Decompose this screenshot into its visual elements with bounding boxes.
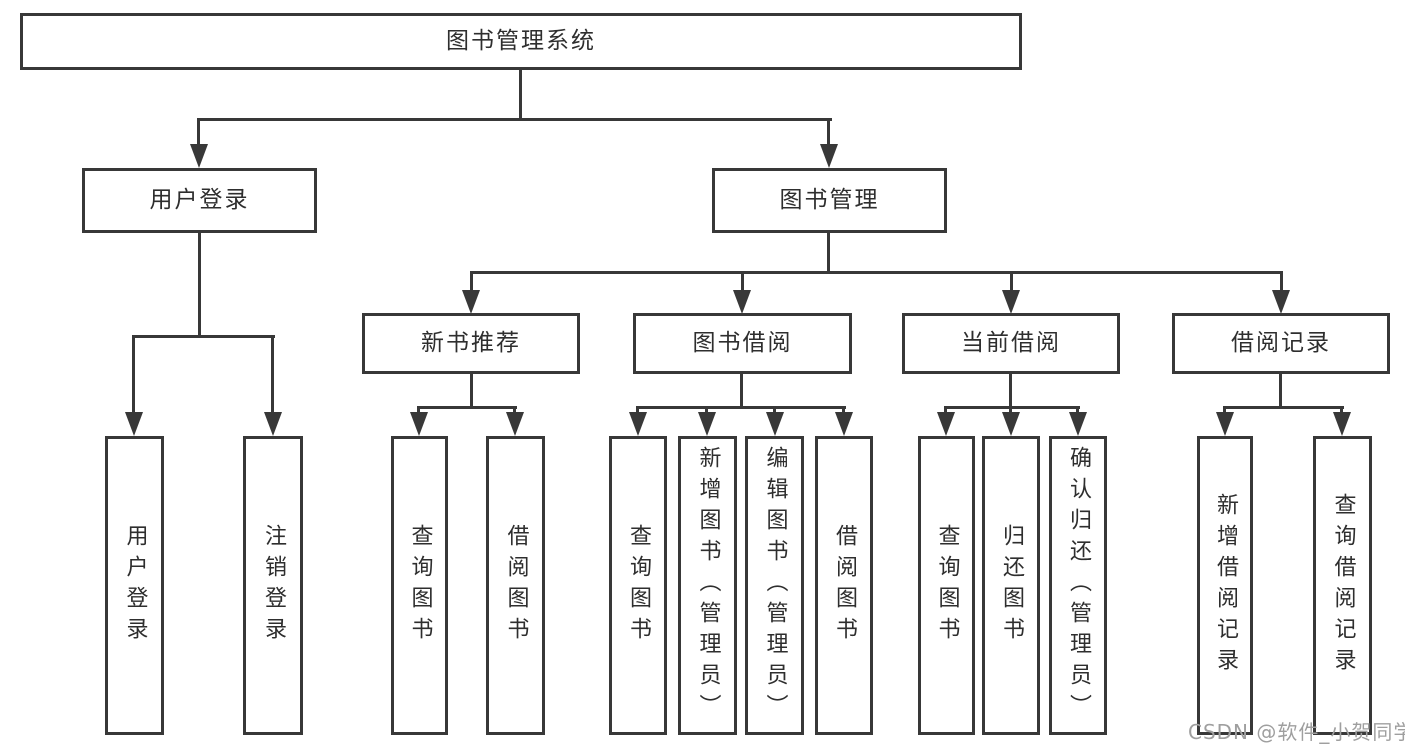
connector-records-drop-1 [1223,406,1226,414]
node-label: 新增图书（管理员） [695,446,721,725]
connector-bookmgmt-drop-4 [1280,271,1283,292]
node-label: 图书管理系统 [446,28,596,54]
leaf-logout: 注销登录 [243,436,303,735]
connector-bookborrow-bar [636,406,846,409]
connector-currentborrow-drop-2 [1009,406,1012,414]
node-label: 借阅图书 [832,523,857,648]
leaf-borrow-add-books-admin: 新增图书（管理员） [678,436,737,735]
node-label: 用户登录 [122,523,148,648]
arrowhead-down-icon [462,290,480,314]
leaf-current-query-books: 查询图书 [918,436,975,735]
arrowhead-down-icon [1333,412,1351,436]
arrowhead-down-icon [1002,290,1020,314]
node-label: 归还图书 [999,523,1024,648]
connector-bookmgmt-bar [470,271,1283,274]
connector-newbook-stem [470,374,473,406]
node-book-borrow: 图书借阅 [633,313,852,374]
arrowhead-down-icon [766,412,784,436]
connector-userlogin-drop-2 [271,335,274,414]
node-book-management: 图书管理 [712,168,947,233]
arrowhead-down-icon [698,412,716,436]
connector-currentborrow-drop-3 [1076,406,1079,414]
connector-currentborrow-drop-1 [944,406,947,414]
node-label: 注销登录 [261,523,286,648]
node-new-book-recommend: 新书推荐 [362,313,580,374]
arrowhead-down-icon [1002,412,1020,436]
node-label: 编辑图书（管理员） [762,446,788,725]
leaf-records-add-record: 新增借阅记录 [1197,436,1253,735]
leaf-current-return-books: 归还图书 [982,436,1040,735]
arrowhead-down-icon [820,144,838,168]
csdn-watermark: CSDN @软件_小贺同学 [1188,720,1405,744]
connector-newbook-drop-2 [513,406,516,414]
connector-bookborrow-drop-2 [705,406,708,414]
connector-bookmgmt-drop-3 [1010,271,1013,292]
node-label: 确认归还（管理员） [1066,446,1091,725]
arrowhead-down-icon [506,412,524,436]
node-label: 借阅记录 [1231,330,1331,356]
node-current-borrow: 当前借阅 [902,313,1120,374]
connector-root-bar [197,118,832,121]
connector-userlogin-stem [198,233,201,335]
connector-records-drop-2 [1340,406,1343,414]
node-library-system: 图书管理系统 [20,13,1022,70]
leaf-borrow-edit-books-admin: 编辑图书（管理员） [745,436,804,735]
node-label: 图书管理 [779,187,880,213]
node-label: 新增借阅记录 [1213,492,1238,679]
leaf-user-login: 用户登录 [105,436,164,735]
arrowhead-down-icon [835,412,853,436]
connector-bookborrow-drop-3 [773,406,776,414]
node-borrow-records: 借阅记录 [1172,313,1390,374]
leaf-newbook-query-books: 查询图书 [391,436,448,735]
arrowhead-down-icon [937,412,955,436]
arrowhead-down-icon [190,144,208,168]
arrowhead-down-icon [410,412,428,436]
node-label: 查询图书 [934,523,960,648]
connector-currentborrow-bar [944,406,1080,409]
connector-bookmgmt-stem [827,233,830,271]
connector-userlogin-drop-1 [132,335,135,414]
connector-newbook-drop-1 [417,406,420,414]
connector-newbook-bar [417,406,517,409]
connector-root-stem [519,70,522,118]
leaf-newbook-borrow-books: 借阅图书 [486,436,545,735]
node-label: 用户登录 [149,187,250,213]
node-user-login: 用户登录 [82,168,317,233]
connector-currentborrow-stem [1009,374,1012,406]
arrowhead-down-icon [629,412,647,436]
connector-bookborrow-drop-4 [842,406,845,414]
connector-bookborrow-drop-1 [636,406,639,414]
arrowhead-down-icon [125,412,143,436]
node-label: 当前借阅 [961,330,1061,356]
connector-records-stem [1279,374,1282,406]
node-label: 新书推荐 [421,330,521,356]
node-label: 查询借阅记录 [1330,492,1356,679]
connector-bookmgmt-drop-2 [741,271,744,292]
connector-root-drop-right [827,118,830,145]
connector-userlogin-bar [132,335,275,338]
arrowhead-down-icon [1216,412,1234,436]
node-label: 图书借阅 [692,330,793,356]
node-label: 查询图书 [407,523,433,648]
leaf-borrow-borrow-books: 借阅图书 [815,436,873,735]
node-label: 借阅图书 [503,523,529,648]
arrowhead-down-icon [1069,412,1087,436]
arrowhead-down-icon [264,412,282,436]
node-label: 查询图书 [626,523,651,648]
leaf-borrow-query-books: 查询图书 [609,436,667,735]
connector-bookborrow-stem [740,374,743,406]
connector-bookmgmt-drop-1 [470,271,473,292]
arrowhead-down-icon [733,290,751,314]
leaf-records-query-record: 查询借阅记录 [1313,436,1372,735]
leaf-current-confirm-return-admin: 确认归还（管理员） [1049,436,1107,735]
connector-records-bar [1223,406,1344,409]
connector-root-drop-left [197,118,200,145]
arrowhead-down-icon [1272,290,1290,314]
